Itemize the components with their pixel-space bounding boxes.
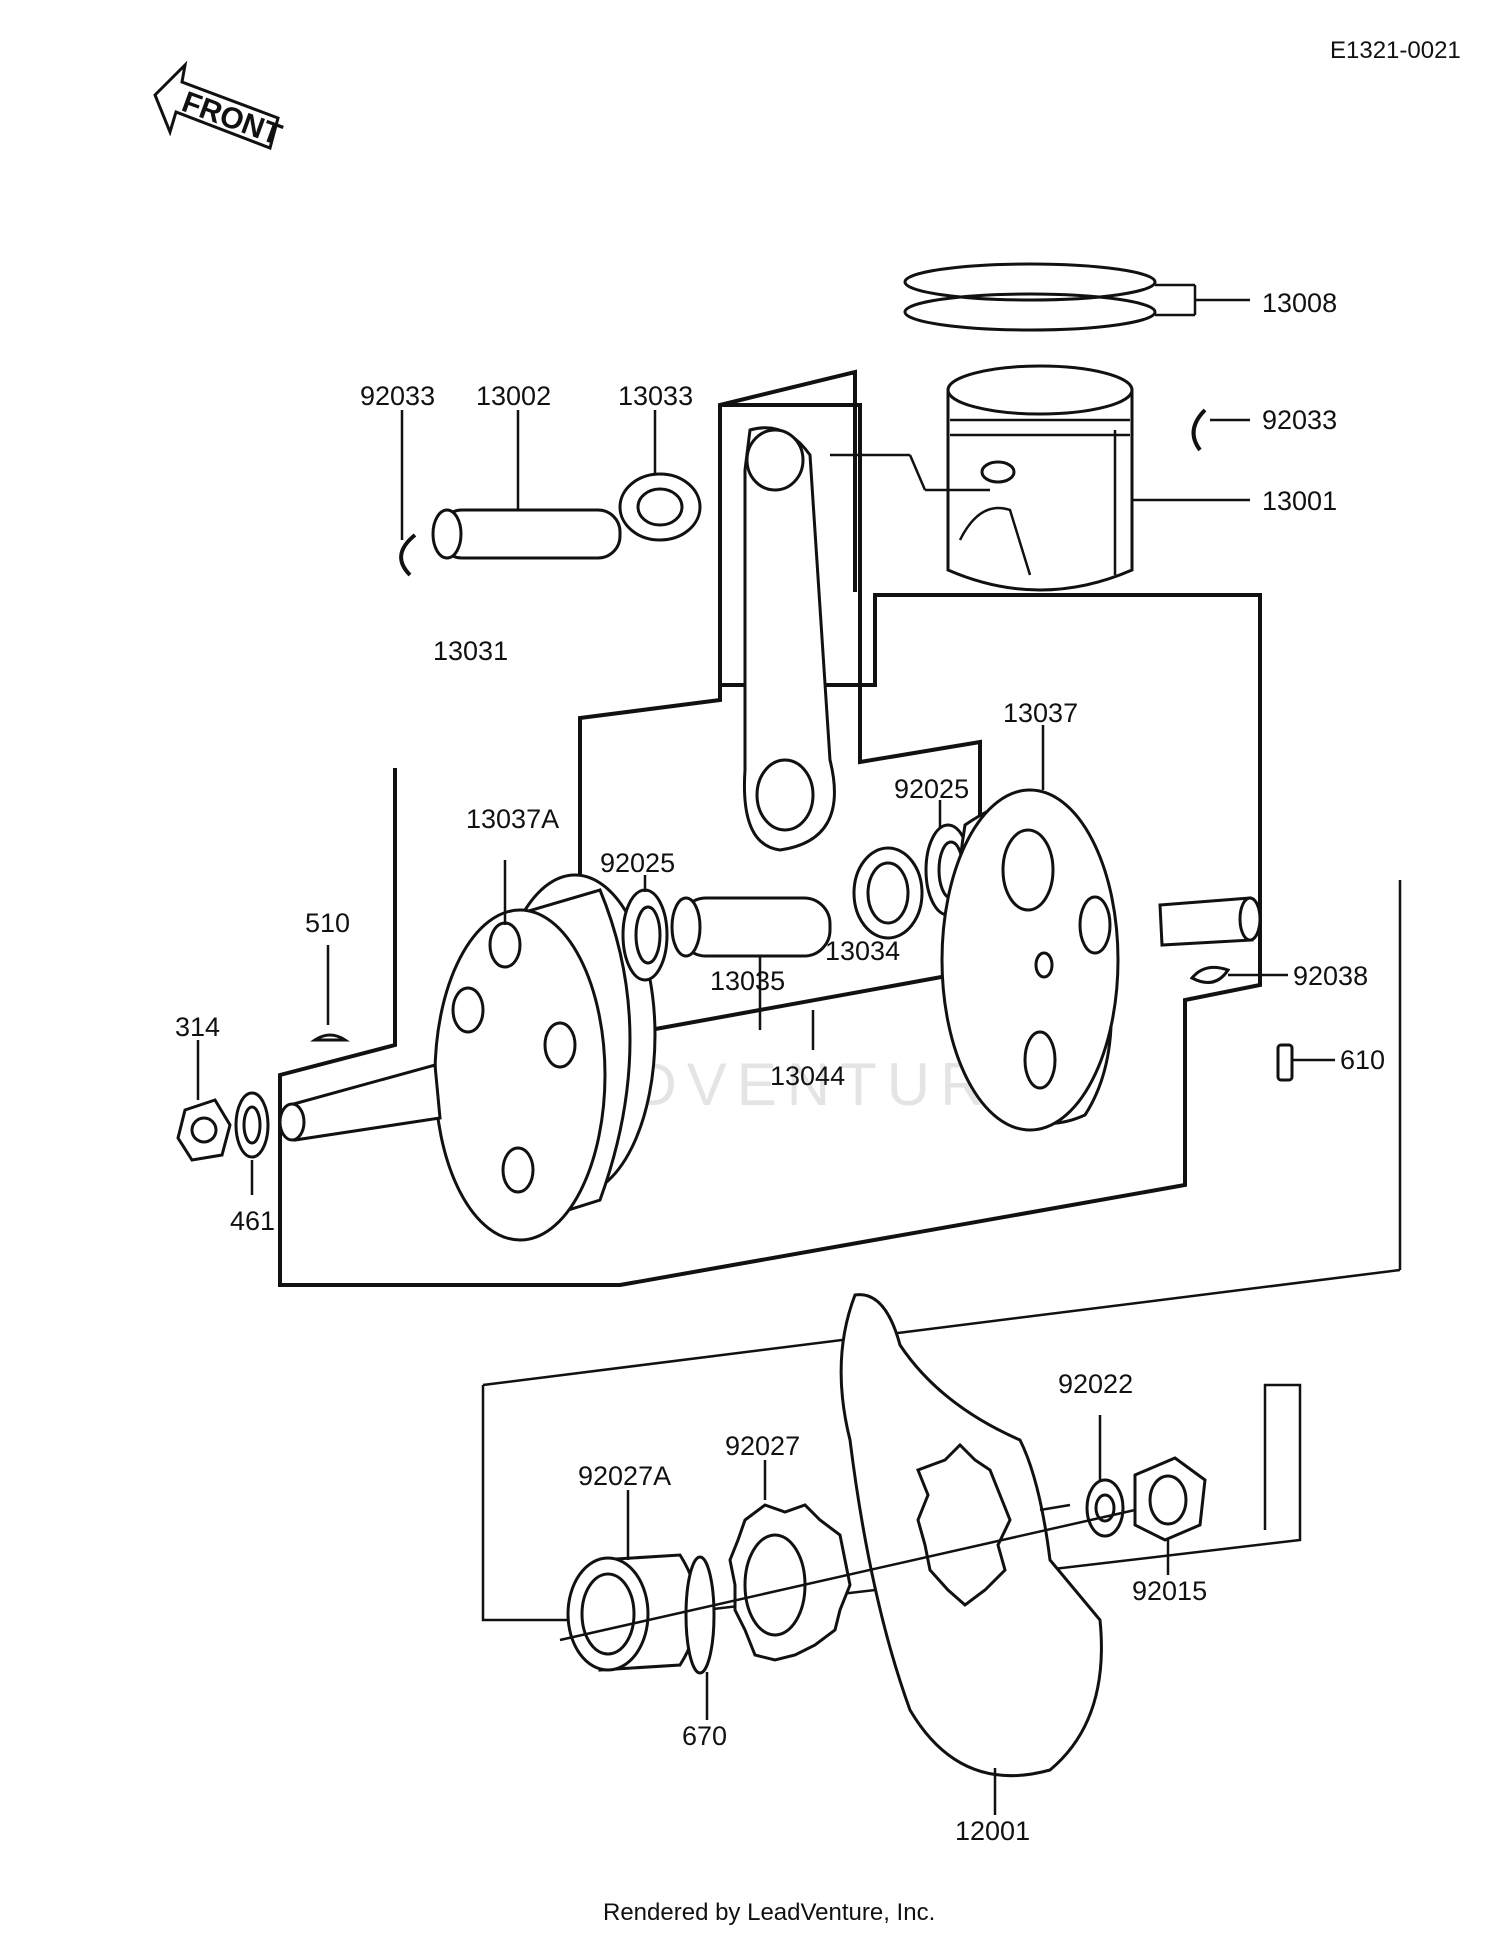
callout-12001: 12001: [955, 1816, 1030, 1846]
woodruff-key-left: [310, 1033, 350, 1042]
callout-92033-right: 92033: [1262, 405, 1337, 435]
washer-461: [234, 1091, 270, 1159]
collar: [566, 1553, 699, 1672]
callout-510: 510: [305, 908, 350, 938]
piston-rings: [903, 262, 1157, 332]
crankshaft-left-shaft: [278, 1063, 442, 1142]
callout-13034: 13034: [825, 936, 900, 966]
piston-pin: [431, 508, 622, 560]
flywheel-left: [433, 873, 657, 1242]
callout-13031: 13031: [433, 636, 508, 666]
circlip-left: [399, 533, 417, 577]
front-arrow-icon: FRONT: [153, 60, 286, 152]
callout-92022: 92022: [1058, 1369, 1133, 1399]
callout-13044: 13044: [770, 1061, 845, 1091]
nut-314: [176, 1098, 232, 1162]
callout-13037A: 13037A: [466, 804, 559, 834]
callout-92027A: 92027A: [578, 1461, 671, 1491]
callout-610: 610: [1340, 1045, 1385, 1075]
callout-13033: 13033: [618, 381, 693, 411]
lock-washer: [1085, 1478, 1125, 1538]
callout-92025-right: 92025: [894, 774, 969, 804]
document-id: E1321-0021: [1330, 37, 1461, 64]
footer-credit: Rendered by LeadVenture, Inc.: [603, 1899, 935, 1926]
crankshaft-right-shaft: [1158, 896, 1262, 947]
dowel-pin: [1276, 1043, 1294, 1082]
callout-13002: 13002: [476, 381, 551, 411]
big-end-bearing: [852, 846, 924, 940]
callout-92015: 92015: [1132, 1576, 1207, 1606]
callout-92027: 92027: [725, 1431, 800, 1461]
callout-13008: 13008: [1262, 288, 1337, 318]
callout-314: 314: [175, 1012, 220, 1042]
callout-461: 461: [230, 1206, 275, 1236]
piston: [946, 364, 1134, 592]
callout-92038: 92038: [1293, 961, 1368, 991]
woodruff-key-right: [1189, 965, 1231, 984]
callout-92033-left: 92033: [360, 381, 435, 411]
circlip-right: [1191, 408, 1207, 452]
crank-sprocket: [728, 1503, 852, 1662]
connecting-rod: [742, 426, 836, 852]
callout-92025-left: 92025: [600, 848, 675, 878]
callout-13001: 13001: [1262, 486, 1337, 516]
o-ring: [684, 1555, 716, 1675]
callout-13035: 13035: [710, 966, 785, 996]
flywheel-right: [940, 788, 1120, 1132]
callout-13037: 13037: [1003, 698, 1078, 728]
sprocket-assembly-outline: [481, 1383, 1302, 1622]
conrod-bracket-outline: [578, 403, 982, 1033]
callout-670: 670: [682, 1721, 727, 1751]
crank-pin: [670, 896, 832, 958]
chain-guide-splined-hole: [916, 1442, 1012, 1607]
thrust-washer-left: [621, 888, 669, 982]
nut-92015: [1133, 1456, 1207, 1542]
front-label: FRONT: [178, 86, 286, 152]
small-end-bearing: [618, 472, 702, 542]
